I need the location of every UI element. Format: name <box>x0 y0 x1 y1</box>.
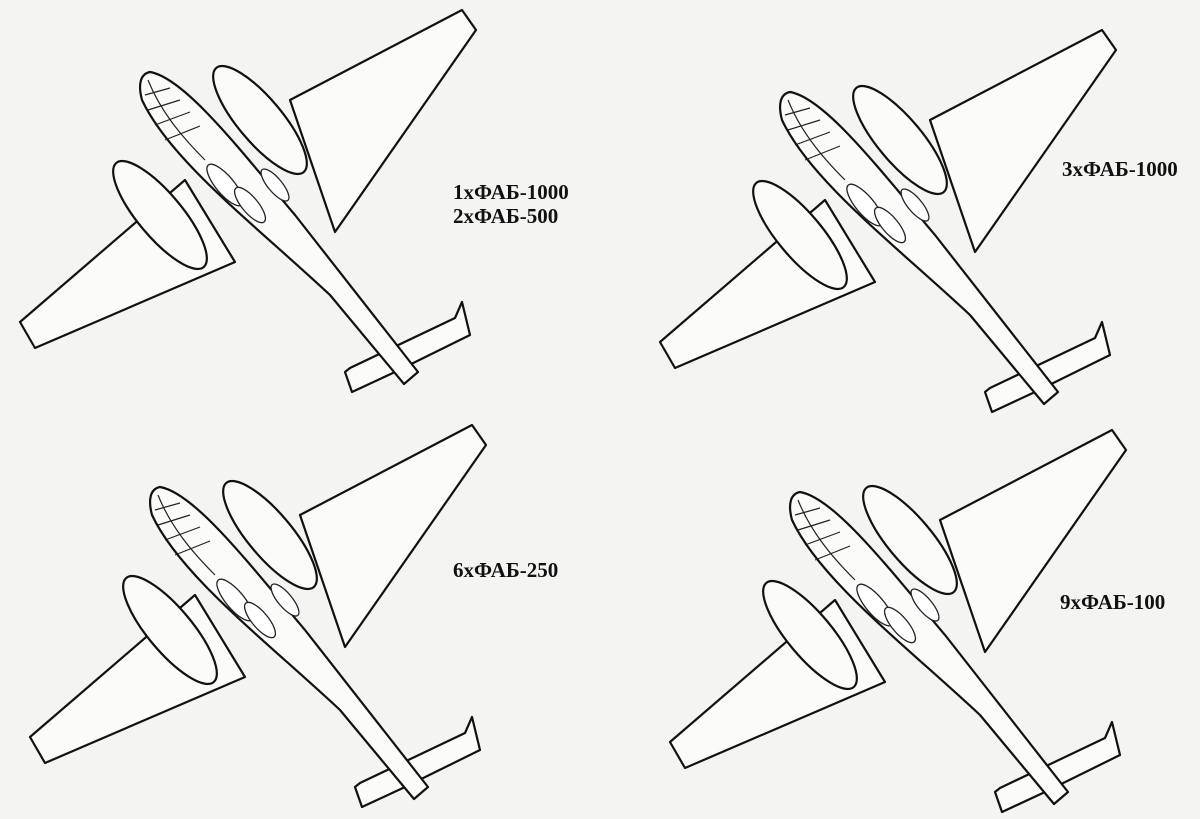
aircraft-variant-3 <box>28 423 488 809</box>
loadout-label-3: 6xФАБ-250 <box>453 558 558 582</box>
loadout-line: 3xФАБ-1000 <box>1062 157 1178 181</box>
loadout-line: 9xФАБ-100 <box>1060 590 1166 614</box>
loadout-label-4: 9xФАБ-100 <box>1060 590 1165 614</box>
aircraft-variant-1 <box>18 8 478 394</box>
loadout-line: 2xФАБ-500 <box>453 204 559 228</box>
aircraft-variant-4 <box>668 428 1128 814</box>
loadout-label-2: 3xФАБ-1000 <box>1062 157 1178 181</box>
loadout-line: 1xФАБ-1000 <box>453 180 569 204</box>
loadout-label-1: 1xФАБ-1000 2xФАБ-500 <box>453 180 569 228</box>
loadout-line: 6xФАБ-250 <box>453 558 559 582</box>
aircraft-variant-2 <box>658 28 1118 414</box>
